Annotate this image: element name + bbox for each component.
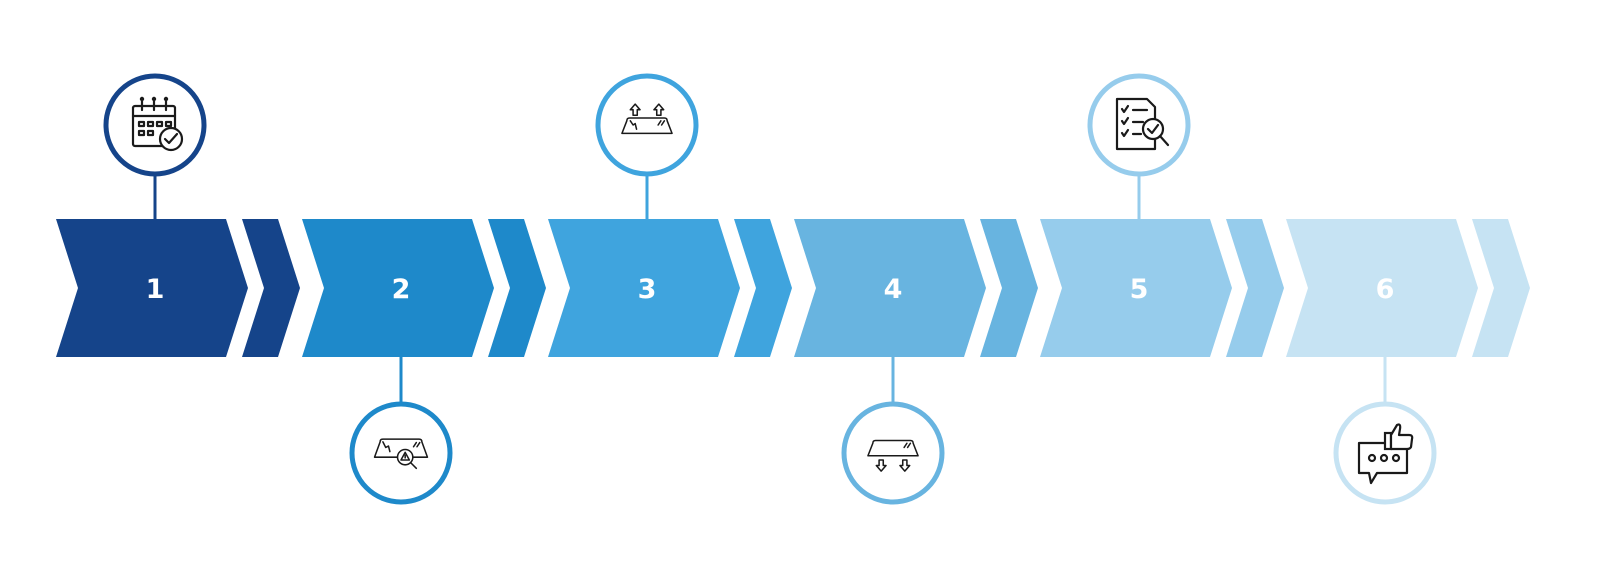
step-2-number: 2 [392,274,411,305]
step-4-icon-circle [841,401,945,505]
step-2-arrow [488,219,546,357]
step-3-arrow [734,219,792,357]
step-1-chevron [56,219,248,357]
step-4-number: 4 [884,274,903,305]
step-2-chevron [302,219,494,357]
step-6-arrow [1472,219,1530,357]
step-4-arrow [980,219,1038,357]
step-1-icon-circle [103,73,207,177]
step-5-chevron [1040,219,1232,357]
step-5-arrow [1226,219,1284,357]
step-6-chevron [1286,219,1478,357]
step-5-icon-circle [1087,73,1191,177]
step-4-chevron [794,219,986,357]
step-6-icon-circle [1333,401,1437,505]
step-3-number: 3 [638,274,657,305]
step-3-chevron [548,219,740,357]
step-3-icon-circle [595,73,699,177]
step-6-number: 6 [1376,274,1395,305]
step-1-arrow [242,219,300,357]
step-1-number: 1 [146,274,165,305]
step-5-number: 5 [1130,274,1149,305]
